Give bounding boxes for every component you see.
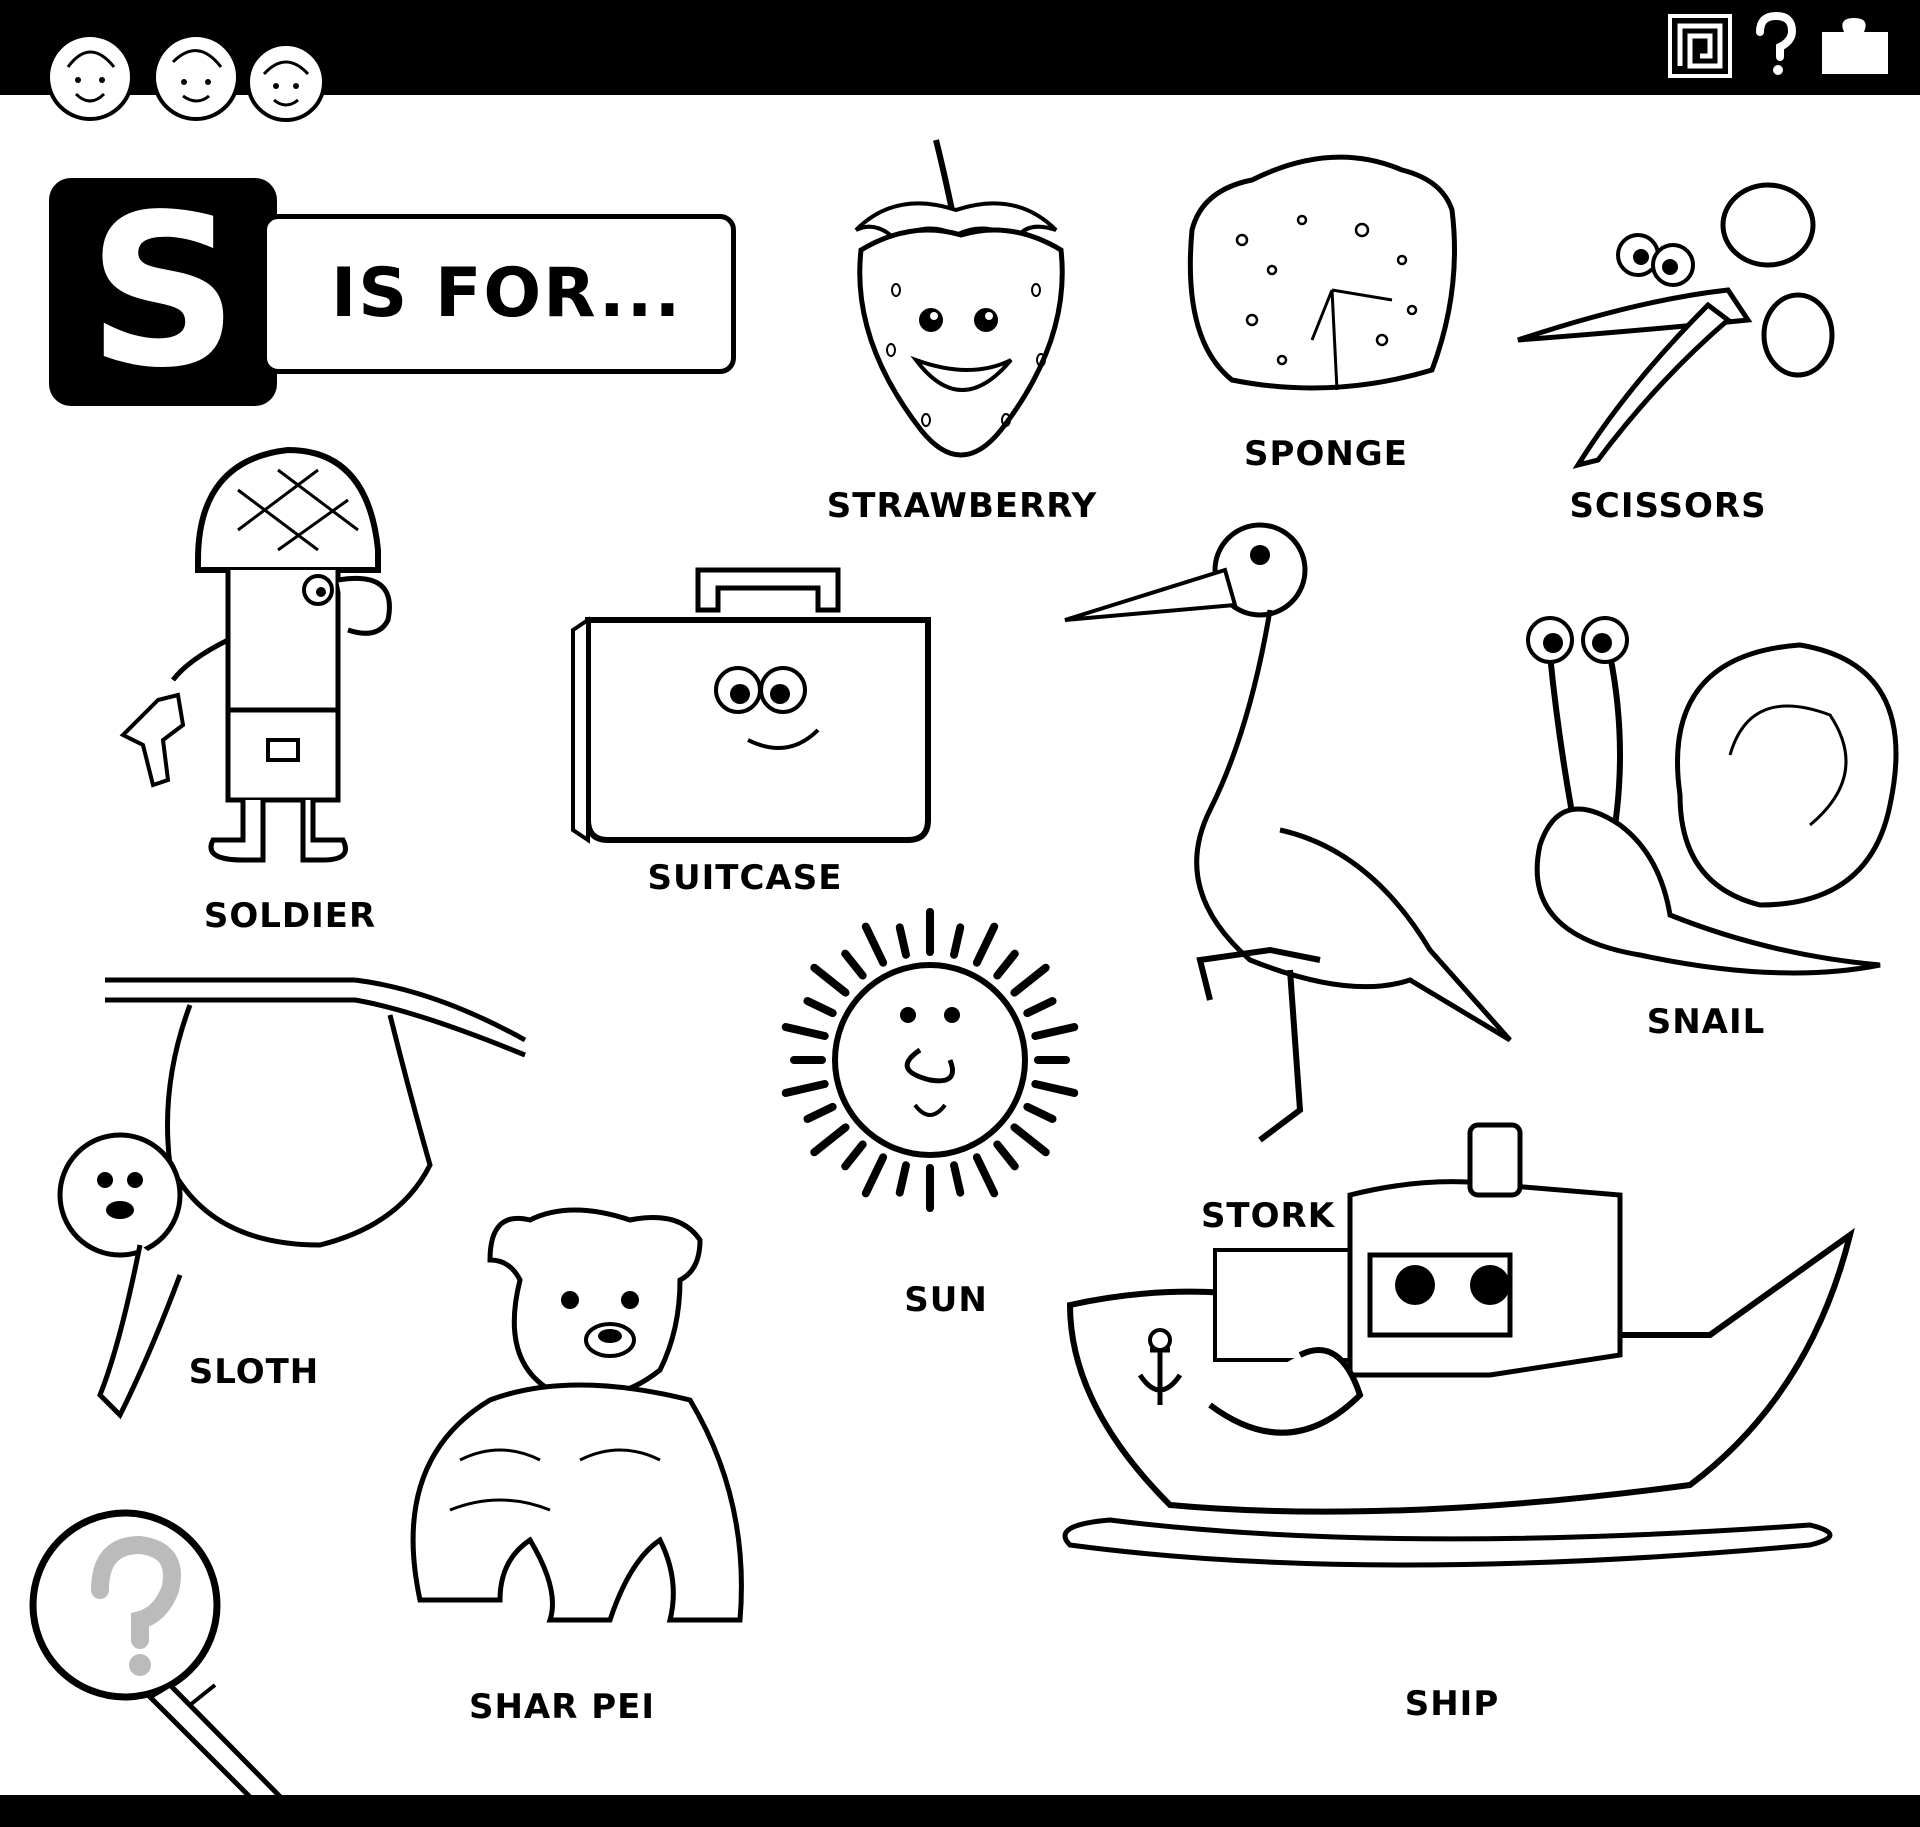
sun-ray (861, 1153, 888, 1198)
letter-s: S (87, 169, 239, 414)
label-snail: SNAIL (1646, 1002, 1766, 1042)
sun-ray (1010, 963, 1050, 997)
children-faces-icon (46, 33, 326, 122)
label-sloth: SLOTH (188, 1352, 320, 1392)
scissors-icon (1517, 182, 1835, 469)
maze-icon (1668, 14, 1732, 78)
label-soldier: SOLDIER (203, 896, 377, 936)
sun-ray (1031, 1080, 1079, 1097)
sun-ray (950, 1161, 965, 1197)
sun-ray (861, 922, 888, 967)
snail-icon (1526, 616, 1899, 976)
sun-ray (1023, 996, 1057, 1018)
sun-ray (993, 949, 1019, 980)
soldier-icon (119, 446, 392, 863)
label-suitcase: SUITCASE (647, 858, 843, 898)
sun-ray (1010, 1123, 1050, 1157)
sun-ray (810, 963, 850, 997)
sun-ray (803, 1102, 837, 1124)
sun-ray (803, 996, 837, 1018)
stork-icon (1064, 522, 1512, 1143)
magnifier-question-icon (29, 1509, 314, 1827)
sun-ray (972, 1153, 999, 1198)
question-mark-icon (1756, 11, 1797, 75)
sun-ray (1023, 1102, 1057, 1124)
sloth-icon (57, 977, 527, 1420)
sun-ray (895, 1161, 910, 1197)
sponge-icon (1187, 154, 1457, 391)
sun-ray (950, 923, 965, 959)
sun-ray (841, 1140, 867, 1171)
sun-ray (781, 1080, 829, 1097)
label-sun: SUN (904, 1280, 988, 1320)
sun-ray (781, 1023, 829, 1040)
sun-ray (1031, 1023, 1079, 1040)
label-sponge: SPONGE (1244, 434, 1408, 474)
letter-tile: S (49, 178, 277, 406)
sun-ray (810, 1123, 850, 1157)
label-ship: SHIP (1404, 1684, 1500, 1724)
puzzle-piece-icon (1822, 18, 1888, 74)
bottom-bar (0, 1795, 1920, 1827)
sun-ray (841, 949, 867, 980)
page-title: IS FOR... (331, 254, 683, 333)
suitcase-icon (571, 567, 931, 844)
sun-ray (895, 923, 910, 959)
ship-icon (1062, 1122, 1855, 1568)
sun-icon (781, 908, 1079, 1212)
label-shar-pei: SHAR PEI (468, 1687, 656, 1727)
label-strawberry: STRAWBERRY (826, 486, 1098, 526)
strawberry-icon (854, 139, 1065, 458)
sun-ray (993, 1140, 1019, 1171)
sun-ray (972, 922, 999, 967)
label-stork: STORK (1200, 1196, 1336, 1236)
label-scissors: SCISSORS (1569, 486, 1767, 526)
title-box: IS FOR... (262, 214, 736, 374)
shar-pei-icon (410, 1207, 744, 1623)
corner-icons (1668, 11, 1908, 84)
